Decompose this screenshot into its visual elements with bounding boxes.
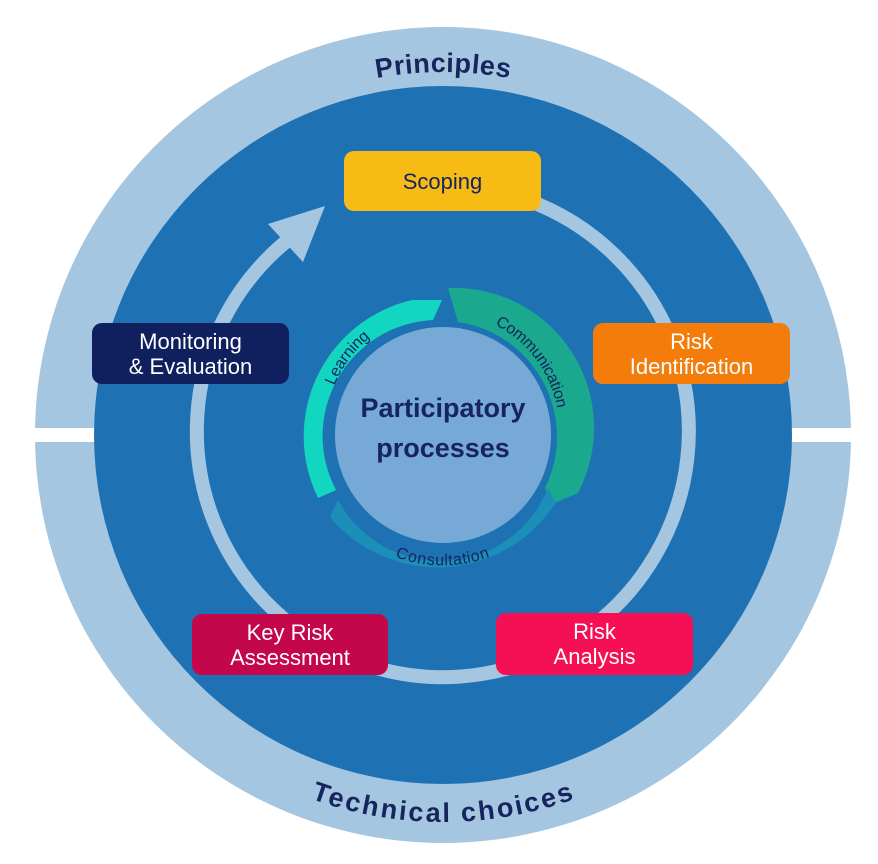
scoping-box: Scoping: [344, 151, 541, 211]
risk-analysis-box: Risk Analysis: [496, 613, 693, 675]
learning-arrow: [303, 300, 442, 498]
monitoring-evaluation-line1: Monitoring: [139, 328, 242, 354]
principles-label: Principles: [373, 48, 514, 84]
hub-circle: [335, 327, 551, 543]
cycle-arrowhead: [268, 206, 325, 262]
risk-analysis-line2: Analysis: [553, 644, 636, 669]
monitoring-evaluation-line2: & Evaluation: [128, 353, 253, 379]
risk-analysis-line1: Risk: [573, 619, 616, 644]
center-label-line1: Participatory: [360, 393, 526, 423]
key-risk-assessment-line1: Key Risk: [246, 619, 334, 645]
monitoring-evaluation-box: Monitoring & Evaluation: [92, 323, 289, 384]
key-risk-assessment-box: Key Risk Assessment: [192, 614, 388, 675]
center-label-line2: processes: [376, 433, 510, 463]
risk-identification-box: Risk Identification: [593, 323, 790, 384]
center-label: Participatory processes: [330, 388, 556, 468]
ring-divider-right: [786, 428, 856, 442]
risk-identification-line1: Risk: [670, 328, 713, 354]
communication-arrow: [448, 287, 595, 504]
scoping-label: Scoping: [402, 168, 483, 194]
risk-identification-line2: Identification: [629, 353, 754, 379]
consultation-arrow: [330, 488, 556, 568]
key-risk-assessment-line2: Assessment: [230, 644, 350, 670]
ring-divider-left: [30, 428, 100, 442]
